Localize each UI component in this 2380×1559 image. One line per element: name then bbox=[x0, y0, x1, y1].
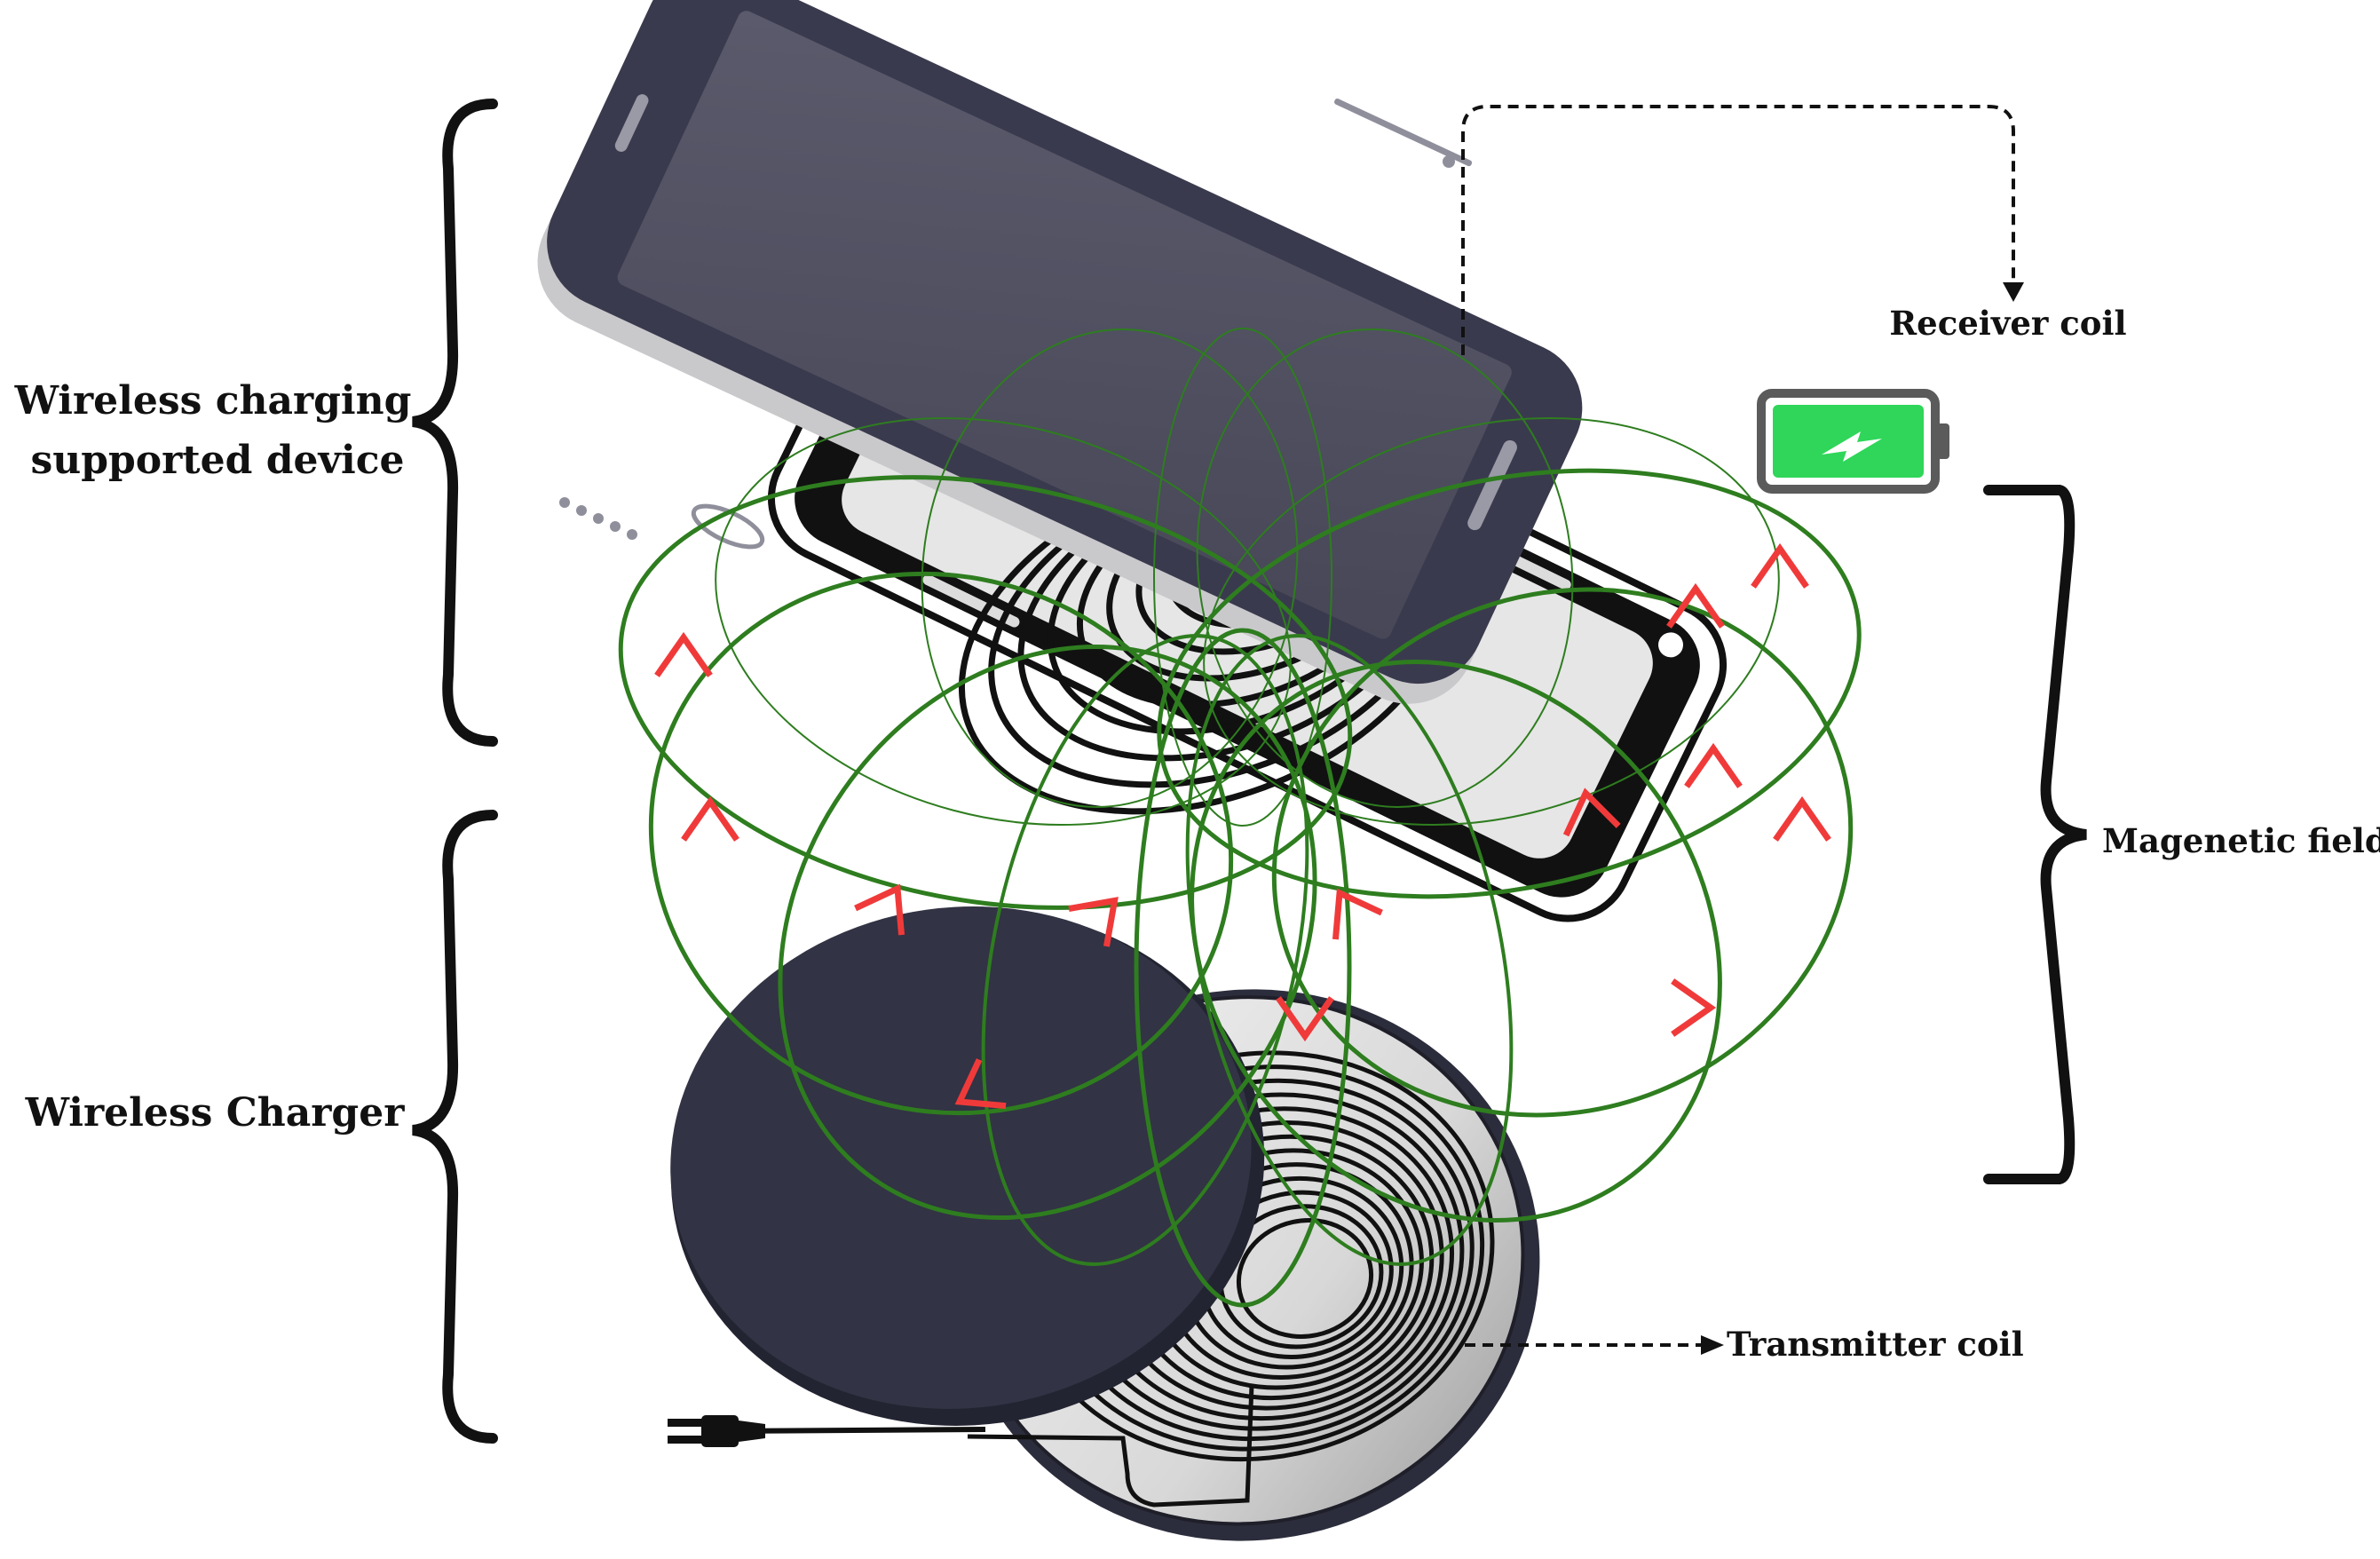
field-loop bbox=[618, 475, 1353, 910]
field-loop bbox=[648, 571, 1234, 1116]
label-charger: Wireless Charger bbox=[25, 1090, 406, 1136]
label-device-line1: Wireless charging bbox=[14, 378, 412, 423]
battery-charging-icon bbox=[1757, 389, 1949, 494]
field-arrow bbox=[1751, 542, 1809, 589]
field-arrow bbox=[1068, 897, 1119, 947]
field-loop bbox=[1196, 328, 1574, 808]
brace-magnetic-field bbox=[1983, 485, 2087, 1184]
field-loop bbox=[1203, 416, 1780, 827]
field-arrow bbox=[1332, 888, 1383, 940]
power-plug-icon bbox=[668, 1415, 765, 1447]
field-arrow bbox=[1666, 582, 1725, 629]
label-transmitter-coil: Transmitter coil bbox=[1727, 1325, 2024, 1364]
field-loop bbox=[1271, 587, 1854, 1118]
field-arrow bbox=[1671, 978, 1717, 1037]
field-arrow bbox=[1684, 742, 1743, 788]
speaker-grille bbox=[559, 497, 637, 540]
label-receiver-coil: Receiver coil bbox=[1889, 304, 2126, 343]
field-arrow bbox=[954, 1058, 1007, 1110]
brace-device bbox=[412, 99, 498, 747]
field-direction-arrows bbox=[654, 542, 1831, 1110]
field-loop bbox=[1190, 660, 1722, 1223]
transmitter-coil-turn bbox=[1236, 1218, 1374, 1339]
field-arrow bbox=[1276, 996, 1334, 1042]
coil-lead bbox=[967, 1384, 1254, 1508]
field-loop bbox=[1157, 468, 1862, 899]
field-arrow bbox=[854, 883, 905, 936]
field-loop bbox=[715, 416, 1292, 827]
field-loop bbox=[1134, 628, 1352, 1308]
field-loop bbox=[1153, 328, 1332, 827]
wireless-charger bbox=[668, 906, 1540, 1541]
earpiece bbox=[1334, 98, 1473, 168]
label-magnetic-field: Magenetic field bbox=[2102, 821, 2380, 860]
field-loop bbox=[981, 634, 1309, 1266]
label-device-line2: supported device bbox=[30, 438, 404, 483]
transmitter-callout-arrowhead bbox=[1701, 1335, 1724, 1355]
field-loop bbox=[1185, 634, 1514, 1266]
field-arrow bbox=[681, 795, 739, 842]
receiver-callout-arrowhead bbox=[2003, 282, 2024, 302]
receiver-callout-line bbox=[1461, 105, 2015, 355]
field-loop bbox=[921, 328, 1299, 808]
magnetic-field-lines bbox=[618, 328, 1862, 1308]
field-loop bbox=[778, 645, 1317, 1220]
field-arrow bbox=[1773, 795, 1831, 842]
field-arrow bbox=[654, 631, 713, 677]
field-arrow bbox=[1562, 787, 1621, 837]
charger-lid bbox=[670, 906, 1265, 1426]
brace-charger bbox=[412, 810, 498, 1444]
